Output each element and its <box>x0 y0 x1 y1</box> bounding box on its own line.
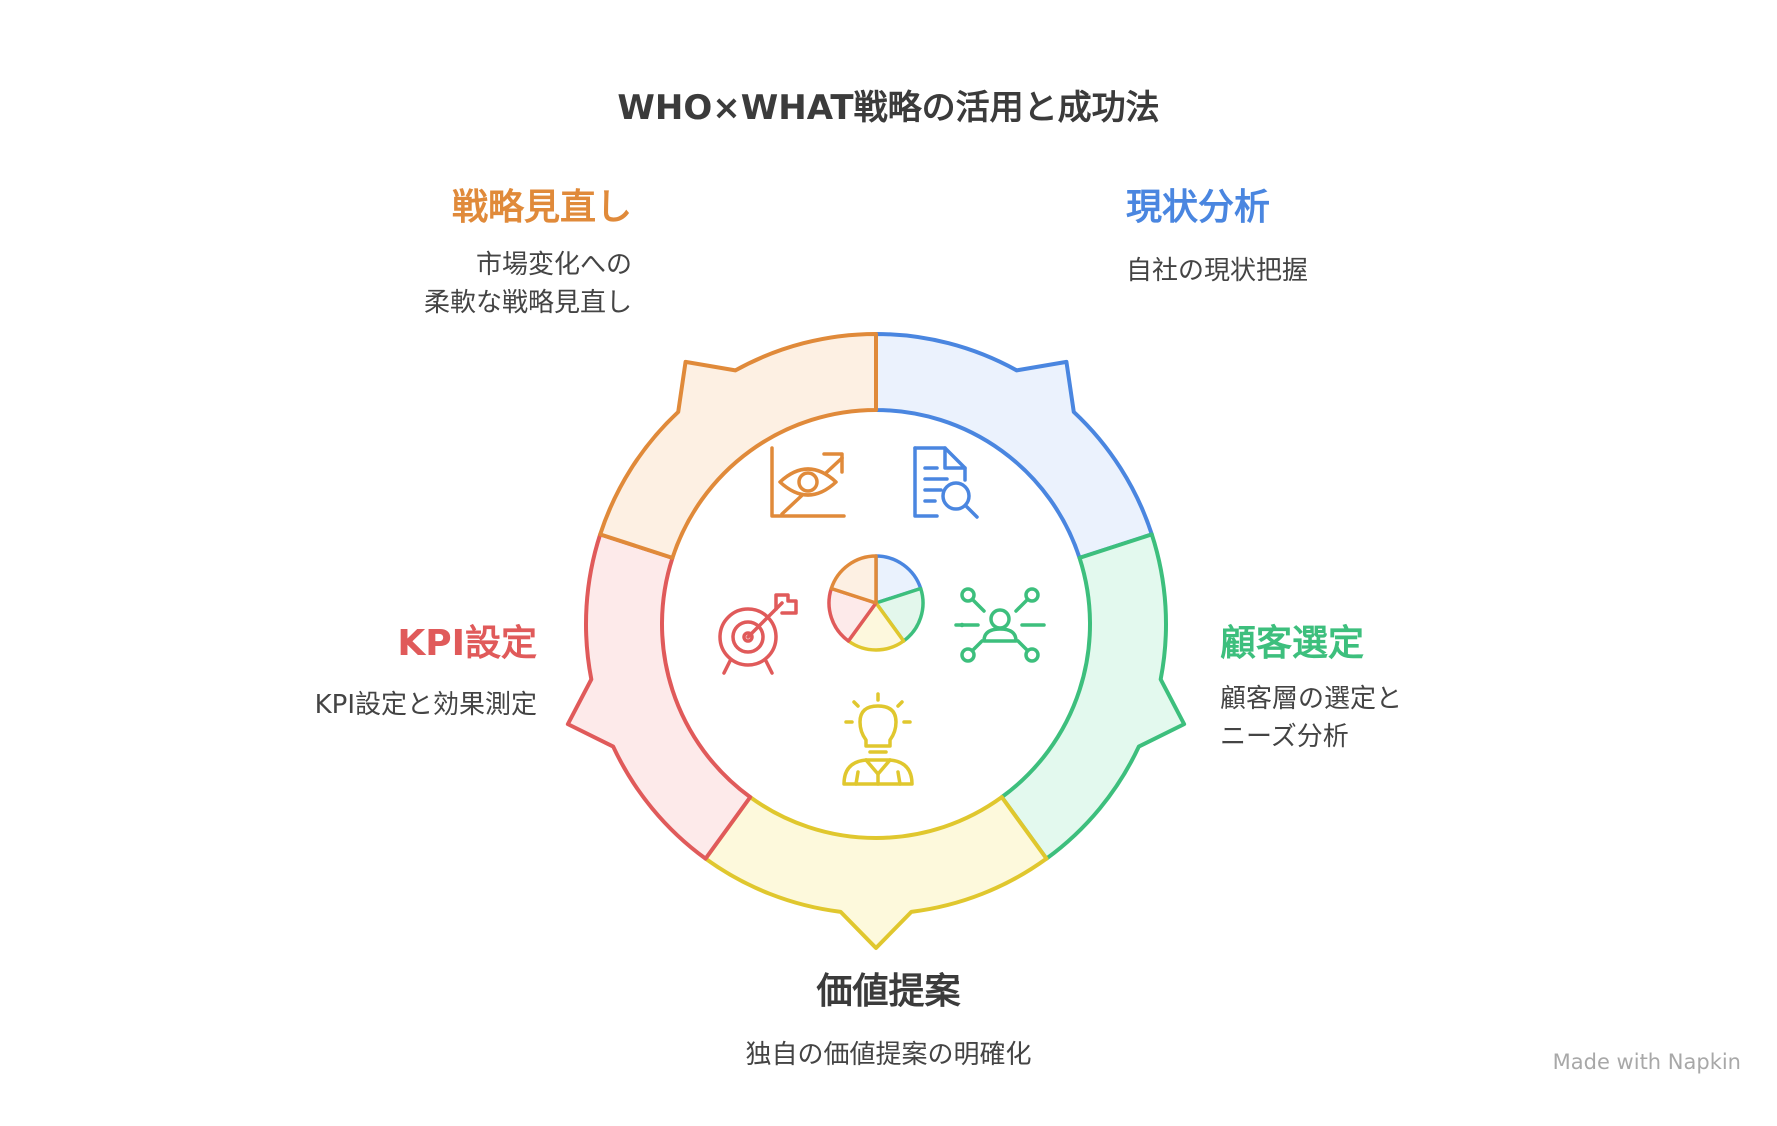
pie-chart-icon <box>827 554 925 652</box>
step-desc-segment: 顧客層の選定と ニーズ分析 <box>1220 680 1402 756</box>
page-title: WHO×WHAT戦略の活用と成功法 <box>617 88 1160 128</box>
document-search-icon <box>913 446 979 519</box>
target-arrow-icon <box>718 593 798 675</box>
step-title-value: 価値提案 <box>816 971 961 1012</box>
step-title-analysis: 現状分析 <box>1126 187 1271 228</box>
eye-chart-icon <box>770 446 846 518</box>
watermark-label: Made with Napkin <box>1552 1050 1741 1074</box>
step-desc-analysis-line: 自社の現状把握 <box>1126 256 1309 286</box>
ring-segment-review <box>598 332 878 560</box>
step-title-segment: 顧客選定 <box>1220 623 1365 664</box>
lightbulb-person-icon <box>842 692 914 786</box>
step-desc-segment-line: 顧客層の選定と <box>1220 684 1403 714</box>
ring-segment-value <box>703 795 1049 950</box>
ring-segment-segment <box>999 532 1187 861</box>
step-desc-review-line: 柔軟な戦略見直し <box>423 288 632 318</box>
step-desc-value-line: 独自の価値提案の明確化 <box>745 1040 1032 1070</box>
step-desc-value: 独自の価値提案の明確化 <box>0 1036 1777 1074</box>
network-person-icon <box>954 587 1046 663</box>
step-desc-review-line: 市場変化への <box>475 250 632 280</box>
step-title-kpi: KPI設定 <box>397 623 537 664</box>
ring-segment-analysis <box>874 332 1154 560</box>
step-desc-segment-line: ニーズ分析 <box>1220 722 1349 752</box>
ring-segment-kpi <box>565 532 753 861</box>
step-desc-analysis: 自社の現状把握 <box>1126 252 1308 290</box>
step-desc-kpi: KPI設定と効果測定 <box>315 686 537 724</box>
ring-segments <box>565 332 1187 950</box>
step-title-review: 戦略見直し <box>451 187 632 228</box>
napkin-watermark: Made with Napkin <box>1553 1050 1741 1074</box>
step-desc-review: 市場変化への 柔軟な戦略見直し <box>424 246 632 322</box>
step-desc-kpi-line: KPI設定と効果測定 <box>314 690 537 720</box>
